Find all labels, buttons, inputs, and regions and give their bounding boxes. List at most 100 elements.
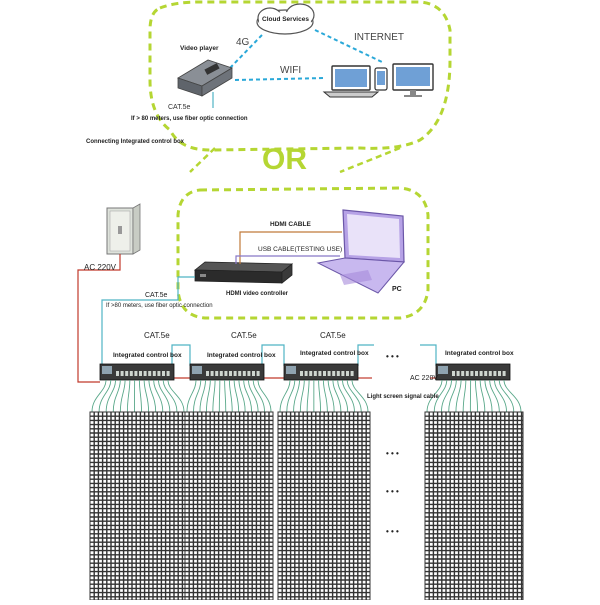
video-player-icon (178, 60, 232, 96)
link-internet-label: INTERNET (354, 33, 404, 43)
control-box-socket (503, 371, 506, 376)
control-box-socket (323, 371, 326, 376)
signal-cable (229, 380, 232, 412)
control-box-socket (144, 371, 147, 376)
mid-ellipsis-2: • • • (386, 488, 399, 496)
control-box-socket (157, 371, 160, 376)
signal-cable (193, 380, 200, 412)
hdmi-controller-label: HDMI video controller (226, 291, 288, 297)
control-box-socket (337, 371, 340, 376)
control-box-socket (243, 371, 246, 376)
control-box-socket (332, 371, 335, 376)
control-box-label-3: Integrated control box (300, 350, 369, 357)
control-box-socket (162, 371, 165, 376)
control-box-1 (100, 364, 174, 380)
video-player-label: Video player (180, 46, 219, 53)
control-box-socket (238, 371, 241, 376)
signal-cable (480, 380, 485, 412)
control-box-socket (493, 371, 496, 376)
control-box-2 (190, 364, 264, 380)
control-box-port (192, 366, 202, 374)
control-box-socket (328, 371, 331, 376)
control-box-label-1: Integrated control box (113, 352, 182, 359)
or-label: OR (262, 145, 307, 175)
signal-cable (280, 380, 290, 412)
signal-cable (113, 380, 120, 412)
control-box-socket (252, 371, 255, 376)
middle-cat5e-label: CAT.5e (145, 292, 167, 299)
control-box-socket (346, 371, 349, 376)
control-box-socket (220, 371, 223, 376)
control-box-3 (284, 364, 358, 380)
signal-cable (475, 380, 477, 412)
signal-cable (106, 380, 115, 412)
control-box-socket (148, 371, 151, 376)
signal-cable (213, 380, 215, 412)
signal-cable (463, 380, 466, 412)
control-box-4 (436, 364, 510, 380)
top-cat5e-label: CAT.5e (168, 104, 190, 111)
control-box-socket (498, 371, 501, 376)
signal-cable (323, 380, 327, 412)
signal-cable (234, 380, 239, 412)
middle-ac-label: AC 220V (84, 264, 116, 272)
signal-cable (144, 380, 148, 412)
cloud-services-label: Cloud Services (262, 17, 309, 24)
control-box-label-4: Integrated control box (445, 350, 514, 357)
control-box-socket (130, 371, 133, 376)
signal-cable (485, 380, 492, 412)
control-box-socket (341, 371, 344, 376)
cat5e-link-4 (420, 345, 436, 366)
control-box-socket (215, 371, 218, 376)
bottom-cat5e-label-2: CAT.5e (231, 332, 257, 340)
control-box-socket (224, 371, 227, 376)
control-box-socket (466, 371, 469, 376)
control-box-socket (489, 371, 492, 376)
usb-cable-label: USB CABLE(TESTING USE) (258, 247, 342, 254)
signal-cable (120, 380, 125, 412)
control-box-socket (480, 371, 483, 376)
led-screen-4 (425, 412, 523, 600)
hdmi-controller-icon (195, 262, 292, 283)
control-box-socket (134, 371, 137, 376)
signal-cable-label: Light screen signal cable (367, 394, 439, 400)
monitor-icon (393, 64, 433, 97)
control-box-group (100, 364, 510, 380)
ac-power-line (78, 254, 120, 382)
pc-label: PC (392, 286, 402, 293)
control-box-socket (457, 371, 460, 376)
signal-cable (225, 380, 226, 412)
signal-cable (456, 380, 461, 412)
led-screen-1 (90, 412, 186, 600)
led-screen-3 (278, 412, 370, 600)
control-box-port (438, 366, 448, 374)
control-box-socket (167, 371, 170, 376)
signal-cable (168, 380, 184, 412)
control-box-socket (314, 371, 317, 376)
control-box-socket (318, 371, 321, 376)
signal-cable (338, 380, 348, 412)
control-box-socket (139, 371, 142, 376)
link-4g-label: 4G (236, 38, 249, 48)
control-box-socket (452, 371, 455, 376)
control-box-socket (305, 371, 308, 376)
control-box-socket (351, 371, 354, 376)
phone-icon (375, 68, 387, 90)
control-box-socket (153, 371, 156, 376)
signal-cable (441, 380, 451, 412)
signal-cable (139, 380, 141, 412)
control-box-port (102, 366, 112, 374)
signal-cable (248, 380, 258, 412)
control-box-socket (206, 371, 209, 376)
connect-note: Connecting Integrated control box (86, 139, 184, 145)
top-to-middle-connector-right (340, 148, 400, 172)
signal-cable (219, 380, 220, 412)
control-box-socket (234, 371, 237, 376)
control-box-socket (121, 371, 124, 376)
control-box-socket (484, 371, 487, 376)
control-box-socket (461, 371, 464, 376)
control-box-socket (125, 371, 128, 376)
signal-cable (307, 380, 309, 412)
signal-cable (300, 380, 304, 412)
